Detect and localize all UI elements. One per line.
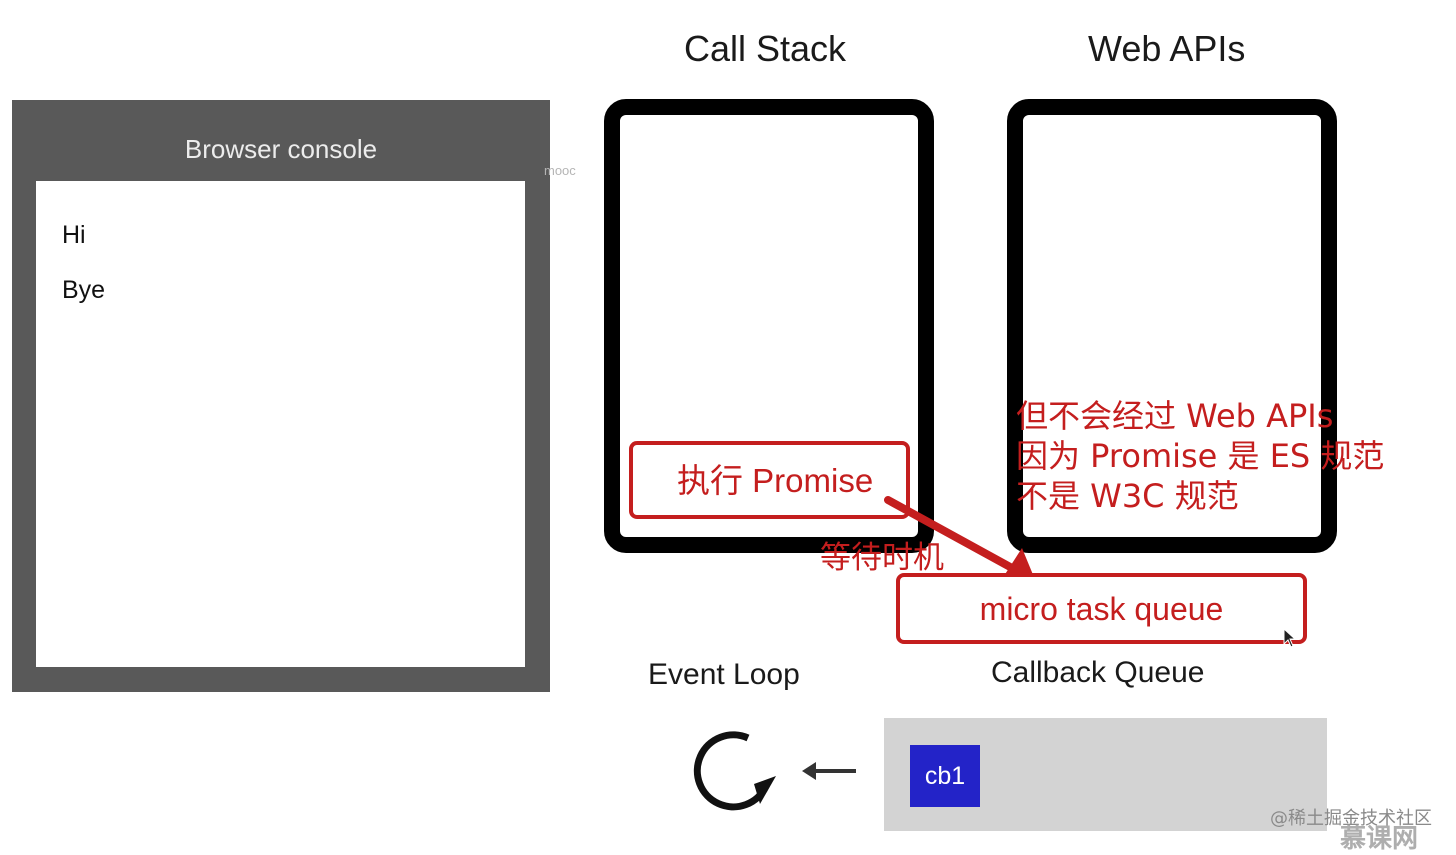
source-credit: @稀土掘金技术社区 (1270, 808, 1432, 829)
event-loop-label: Event Loop (648, 658, 800, 691)
web-apis-panel (1007, 99, 1337, 553)
mouse-cursor-icon (1283, 628, 1297, 648)
web-apis-heading: Web APIs (1088, 28, 1246, 69)
console-title: Browser console (184, 134, 378, 164)
annotation-note: 但不会经过 Web APIs 因为 Promise 是 ES 规范 不是 W3C… (1016, 396, 1384, 516)
annotation-line: 不是 W3C 规范 (1016, 477, 1239, 515)
annotation-line: 因为 Promise 是 ES 规范 (1016, 437, 1385, 475)
left-arrow-icon (802, 762, 856, 780)
call-stack-heading: Call Stack (684, 28, 847, 69)
mooc-watermark: mooc (544, 163, 576, 178)
callback-queue: cb1 (884, 718, 1327, 831)
callback-queue-label: Callback Queue (991, 656, 1205, 689)
console-line-hi: Hi (62, 221, 86, 249)
console-output: Hi Bye (36, 181, 525, 667)
console-line-bye: Bye (62, 276, 106, 304)
wait-label: 等待时机 (820, 540, 944, 576)
annotation-line: 但不会经过 Web APIs (1016, 397, 1334, 435)
browser-console: Browser console Hi Bye (12, 100, 550, 692)
event-loop-icon (693, 731, 776, 811)
call-stack-frame-promise: 执行 Promise (629, 441, 910, 519)
callback-item-cb1: cb1 (910, 745, 980, 807)
imooc-logo: 慕课网 (1340, 824, 1419, 854)
micro-task-queue: micro task queue (896, 573, 1307, 644)
